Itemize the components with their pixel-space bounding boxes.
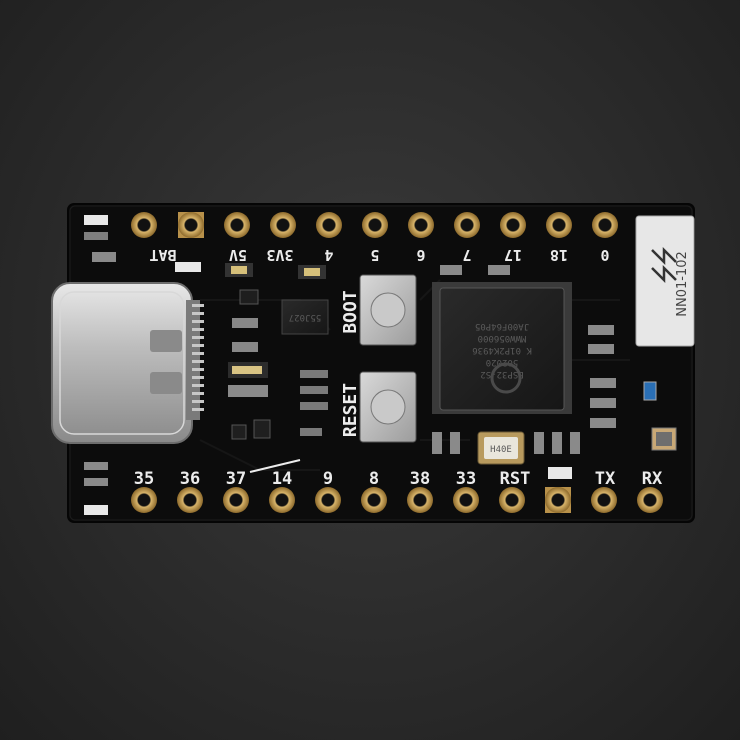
label-6: 6 — [416, 246, 425, 264]
reset-button: RESET — [340, 371, 417, 443]
ceramic-antenna: NN01-102 — [635, 215, 695, 347]
label-35: 35 — [134, 469, 154, 489]
label-33: 33 — [456, 469, 476, 489]
label-tx: TX — [595, 469, 616, 489]
label-5: 5 — [370, 246, 379, 264]
label-7: 7 — [462, 246, 471, 264]
label-bat: BAT — [149, 246, 176, 264]
boot-button: BOOT — [340, 274, 417, 346]
label-8: 8 — [369, 469, 379, 489]
mcu-chip: ESP32-S2 502020 K 01P2K4936 MWW056000 JA… — [432, 282, 572, 414]
svg-text:JA00F64P05: JA00F64P05 — [475, 321, 529, 331]
bottom-pin-row — [131, 487, 663, 513]
svg-text:K 01P2K4936: K 01P2K4936 — [472, 345, 532, 355]
svg-text:55J027: 55J027 — [289, 312, 322, 322]
espressif-logo-icon — [490, 362, 522, 394]
antenna-marking: NN01-102 — [675, 251, 690, 317]
reset-label: RESET — [340, 383, 361, 437]
boot-label: BOOT — [340, 290, 361, 334]
antenna-logo-icon — [651, 246, 677, 284]
label-0: 0 — [600, 246, 609, 264]
label-3v3: 3V3 — [266, 246, 293, 264]
svg-text:MWW056000: MWW056000 — [478, 333, 527, 343]
label-rx: RX — [642, 469, 663, 489]
label-5v: 5V — [229, 246, 247, 264]
bottom-labels: 35 36 37 14 9 8 38 33 RST TX RX — [134, 459, 663, 489]
svg-text:ESP32-S2: ESP32-S2 — [480, 369, 523, 379]
label-9: 9 — [323, 469, 333, 489]
usb-c-connector — [51, 282, 204, 444]
top-pin-row — [131, 212, 618, 238]
label-38: 38 — [410, 469, 430, 489]
crystal-oscillator: H40E — [477, 431, 525, 465]
label-rst: RST — [500, 469, 531, 489]
label-14: 14 — [272, 469, 292, 489]
label-17: 17 — [504, 246, 522, 264]
regulator-chip: 55J027 — [281, 299, 329, 335]
label-37: 37 — [226, 469, 246, 489]
label-18: 18 — [550, 246, 568, 264]
label-4: 4 — [324, 246, 333, 264]
top-labels: BAT 5V 3V3 4 5 6 7 17 18 0 — [149, 246, 609, 264]
label-36: 36 — [180, 469, 200, 489]
svg-text:H40E: H40E — [490, 445, 512, 455]
svg-text:502020: 502020 — [486, 357, 519, 367]
